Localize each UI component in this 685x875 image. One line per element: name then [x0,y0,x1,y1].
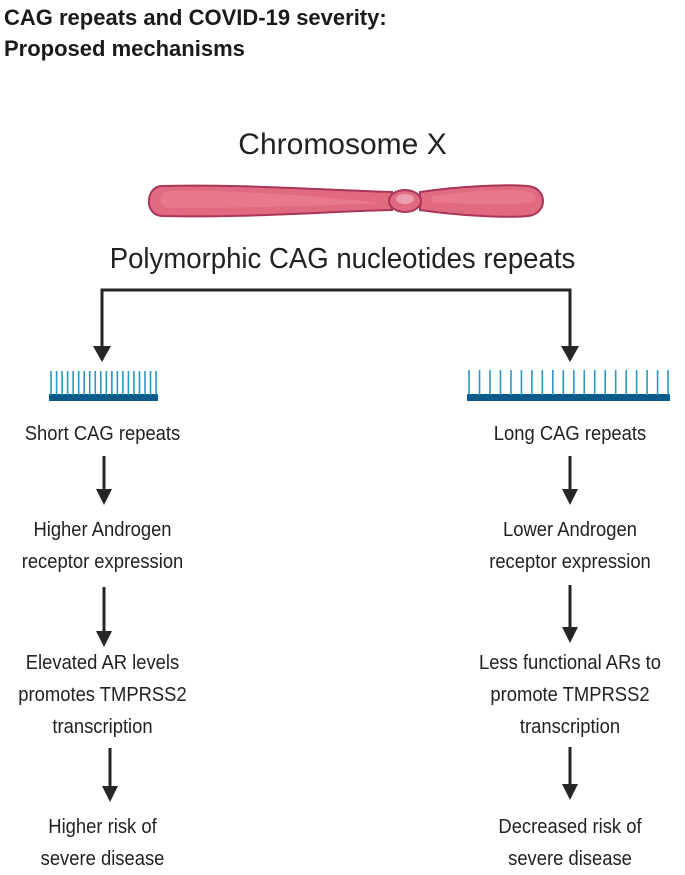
repeat-unit [468,370,470,395]
title-line-1: CAG repeats and COVID-19 severity: [4,5,387,30]
left-step-2: Higher Androgen receptor expression [8,514,197,578]
repeat-unit [122,371,124,395]
step-line: receptor expression [21,551,184,573]
branch-line [100,288,572,360]
right-step-1: Long CAG repeats [469,418,671,450]
long-repeat-icon [467,370,670,401]
step-line: promote TMPRSS2 [490,684,650,706]
step-line: receptor expression [489,551,651,573]
repeat-unit [562,370,565,395]
repeat-unit [138,371,141,395]
arrowhead [96,631,112,647]
step-line: Lower Androgen [502,519,638,541]
repeat-unit [149,371,152,395]
repeat-unit [614,370,617,395]
repeat-unit [531,370,533,395]
arrowhead-left [93,346,111,362]
repeat-unit [646,370,648,395]
repeat-unit [105,371,108,395]
repeat-unit [77,371,80,395]
repeat-unit [99,371,102,395]
arrowhead [562,784,578,800]
figure-title: CAG repeats and COVID-19 severity: Propo… [4,2,387,64]
repeat-unit [635,370,638,395]
left-step-3: Elevated AR levels promotes TMPRSS2 tran… [8,647,197,743]
short-repeat-icon [49,371,158,401]
repeat-unit [667,370,669,395]
repeat-unit [88,371,91,395]
step-line: transcription [52,716,153,738]
repeat-unit [61,371,63,395]
title-line-2: Proposed mechanisms [4,36,245,61]
step-line: severe disease [40,848,165,870]
repeat-unit [510,370,512,395]
chromosome-icon [147,184,544,218]
repeat-unit [572,370,575,395]
repeat-unit [94,371,97,395]
chromosome-highlight-right [432,190,536,205]
polymorphism-label: Polymorphic CAG nucleotides repeats [109,243,576,275]
chromosome-highlight-left [160,190,380,208]
arrowhead-right [561,346,579,362]
arrowhead [562,627,578,643]
left-flow-arrows [96,456,118,802]
step-line: Less functional ARs to [478,652,662,674]
step-line: Decreased risk of [498,816,642,838]
repeat-unit [541,370,544,395]
repeat-unit [66,371,69,395]
step-line: Higher risk of [48,816,157,838]
arrowhead [96,489,112,505]
step-line: Elevated AR levels [25,652,180,674]
repeat-unit [520,370,523,395]
repeat-unit [552,370,554,395]
repeat-unit [656,370,659,395]
repeat-unit [111,371,113,395]
repeat-unit [50,371,52,395]
right-step-4: Decreased risk of severe disease [469,811,671,875]
repeat-unit [604,370,607,395]
repeat-unit [489,370,491,395]
arrowhead [102,786,118,802]
repeat-backbone [49,394,158,401]
repeat-unit [625,370,627,395]
step-line: Higher Androgen [33,519,172,541]
step-line: Short CAG repeats [24,423,181,445]
arrowhead [562,489,578,505]
step-line: Long CAG repeats [493,423,647,445]
repeat-unit [55,371,58,395]
step-line: transcription [519,716,621,738]
repeat-unit [155,371,157,395]
step-line: severe disease [508,848,632,870]
repeat-unit [116,371,119,395]
right-step-2: Lower Androgen receptor expression [469,514,671,578]
repeat-backbone [467,394,670,401]
repeat-unit [127,371,130,395]
chromosome-label: Chromosome X [238,128,447,161]
repeat-unit [144,371,146,395]
right-step-3: Less functional ARs to promote TMPRSS2 t… [469,647,671,743]
repeat-unit [72,371,74,395]
repeat-unit [478,370,481,395]
left-step-1: Short CAG repeats [8,418,197,450]
centromere-highlight [396,194,414,204]
repeat-unit [499,370,502,395]
step-line: promotes TMPRSS2 [18,684,187,706]
right-flow-arrows [562,456,578,800]
repeat-unit [593,370,596,395]
repeat-unit [583,370,586,395]
repeat-unit [133,371,135,395]
repeat-unit [83,371,86,395]
branch-connector [93,288,579,362]
left-step-4: Higher risk of severe disease [8,811,197,875]
